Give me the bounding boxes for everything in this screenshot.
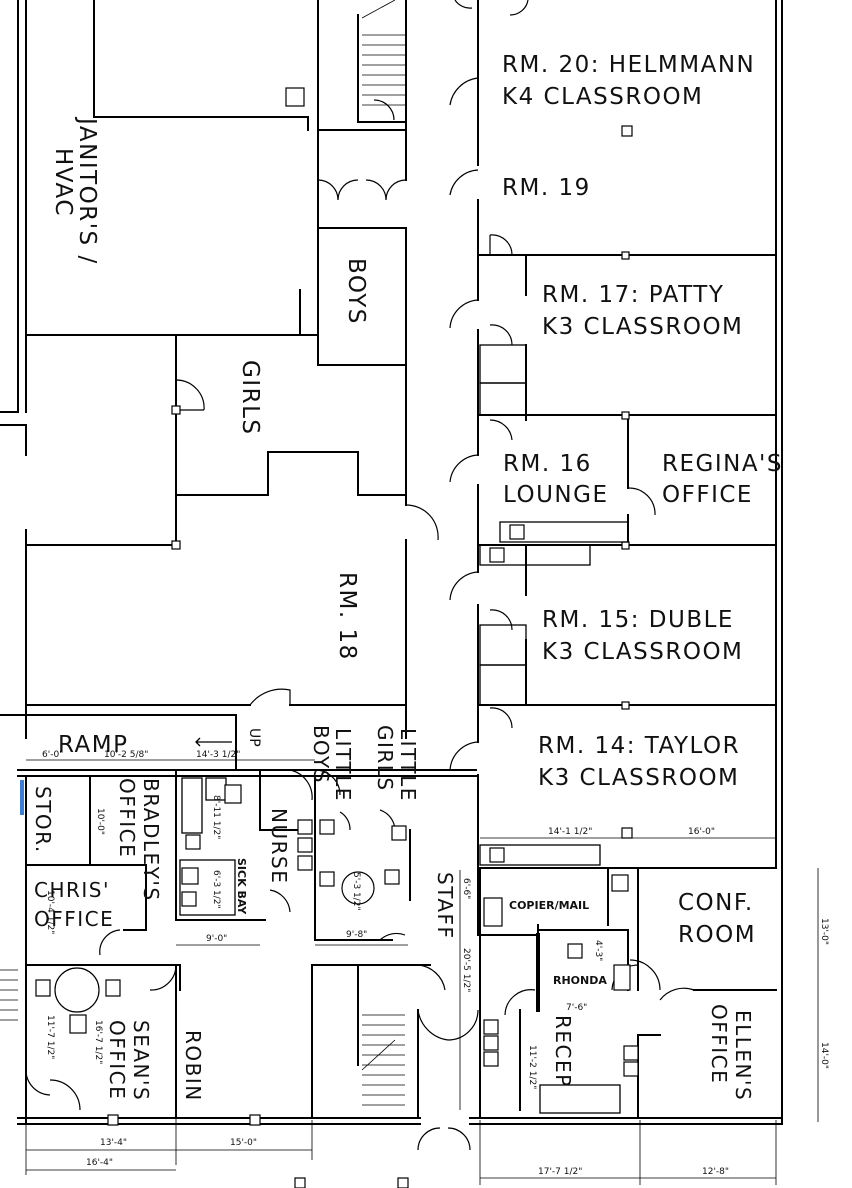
dim-16-7-12: 16'-7 1/2" xyxy=(93,1020,103,1064)
room-label-robin: ROBIN xyxy=(181,1030,205,1102)
dim-12-8: 12'-8" xyxy=(702,1167,729,1177)
dim-14-3-12: 14'-3 1/2" xyxy=(196,750,240,760)
dim-10-4-12: 10'-4 1/2" xyxy=(45,890,55,934)
dim-9-8: 9'-8" xyxy=(346,930,367,940)
stairs xyxy=(0,0,405,1106)
dim-10-2-58: 10'-2 5/8" xyxy=(104,750,148,760)
label-ramp: RAMP xyxy=(58,732,129,758)
room-labels: RM. 20: HELMMANN K4 CLASSROOM RM. 19 RM.… xyxy=(31,52,783,1102)
room-label-copier: COPIER/MAIL xyxy=(509,899,589,912)
room-label-little-girls-a: LITTLE xyxy=(396,728,420,802)
room-label-recep: RECEP xyxy=(551,1015,575,1088)
room-label-rm18: RM. 18 xyxy=(334,572,360,661)
dim-6-0: 6'-0" xyxy=(42,750,63,760)
room-label-sick-bay: SICK BAY xyxy=(235,858,248,915)
room-label-conf-room: ROOM xyxy=(678,922,756,948)
dimension-labels: 6'-0" 10'-2 5/8" 14'-3 1/2" 10'-0" 8'-11… xyxy=(42,750,829,1177)
room-label-boys: BOYS xyxy=(343,258,369,325)
dim-11-7-12: 11'-7 1/2" xyxy=(45,1015,55,1059)
room-label-little-boys-b: BOYS xyxy=(309,725,333,784)
room-label-rm14-type: K3 CLASSROOM xyxy=(538,765,739,791)
walls xyxy=(0,0,783,1125)
dim-7-6: 7'-6" xyxy=(566,1003,587,1013)
room-label-ellen-name: ELLEN'S xyxy=(731,1010,755,1101)
room-label-little-girls-b: GIRLS xyxy=(373,725,397,792)
room-label-chris-type: OFFICE xyxy=(34,907,114,931)
dim-14-0: 14'-0" xyxy=(819,1042,829,1069)
room-label-rm20-name: RM. 20: HELMMANN xyxy=(502,52,755,78)
room-label-girls: GIRLS xyxy=(237,360,263,436)
room-label-rm14-name: RM. 14: TAYLOR xyxy=(538,733,740,759)
dim-11-2-12: 11'-2 1/2" xyxy=(527,1045,537,1089)
dim-15-0: 15'-0" xyxy=(230,1138,257,1148)
dim-6-3-12: 6'-3 1/2" xyxy=(211,870,221,909)
room-label-stor: STOR. xyxy=(31,786,55,854)
dim-8-11-12: 8'-11 1/2" xyxy=(211,795,221,839)
dim-16-4: 16'-4" xyxy=(86,1158,113,1168)
room-label-rm20-type: K4 CLASSROOM xyxy=(502,84,703,110)
room-label-little-boys-a: LITTLE xyxy=(331,728,355,802)
room-label-rm17-type: K3 CLASSROOM xyxy=(542,314,743,340)
room-label-bradley-name: BRADLEY'S xyxy=(139,778,163,902)
room-label-rm15-name: RM. 15: DUBLE xyxy=(542,607,734,633)
dim-5-3-12: 5'-3 1/2" xyxy=(351,872,361,911)
label-up: UP xyxy=(246,728,262,747)
dim-10-0: 10'-0" xyxy=(95,808,105,835)
room-label-rm15-type: K3 CLASSROOM xyxy=(542,639,743,665)
room-label-bradley-type: OFFICE xyxy=(115,778,139,858)
room-label-hvac: HVAC xyxy=(50,148,76,217)
room-label-rm17-name: RM. 17: PATTY xyxy=(542,282,724,308)
room-label-regina-type: OFFICE xyxy=(662,482,753,508)
room-label-nurse: NURSE xyxy=(267,808,291,884)
room-label-rhonda: RHONDA xyxy=(553,974,607,987)
doors xyxy=(25,0,695,1151)
dim-17-7-12: 17'-7 1/2" xyxy=(538,1167,582,1177)
room-label-sean-type: OFFICE xyxy=(105,1020,129,1100)
room-label-rm19: RM. 19 xyxy=(502,175,591,201)
dim-13-4: 13'-4" xyxy=(100,1138,127,1148)
dim-9-0: 9'-0" xyxy=(206,934,227,944)
room-label-janitor: JANITOR'S / xyxy=(74,116,100,265)
dim-6-6: 6'-6" xyxy=(461,878,471,899)
fixtures xyxy=(20,87,639,1188)
room-label-sean-name: SEAN'S xyxy=(129,1020,153,1101)
dim-16-0: 16'-0" xyxy=(688,827,715,837)
dim-13-0: 13'-0" xyxy=(819,918,829,945)
room-label-staff: STAFF xyxy=(433,872,457,940)
dim-14-1-12: 14'-1 1/2" xyxy=(548,827,592,837)
dimension-lines xyxy=(25,759,819,1185)
room-label-conf: CONF. xyxy=(678,890,754,916)
room-label-regina-name: REGINA'S xyxy=(662,451,783,477)
room-label-rm16-type: LOUNGE xyxy=(503,482,609,508)
room-label-rm16-name: RM. 16 xyxy=(503,451,592,477)
room-label-ellen-type: OFFICE xyxy=(707,1004,731,1084)
dim-4-3: 4'-3" xyxy=(593,940,603,961)
dim-20-5-12: 20'-5 1/2" xyxy=(461,948,471,992)
room-label-chris-name: CHRIS' xyxy=(34,878,110,902)
